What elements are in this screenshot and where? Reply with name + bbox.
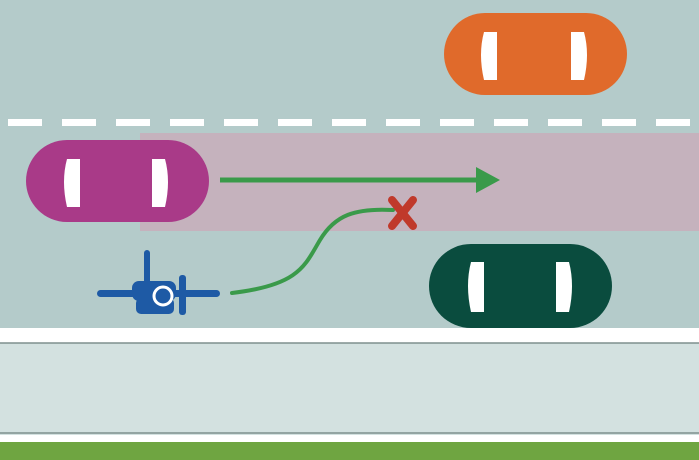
green-car (429, 244, 612, 328)
car-path-arrow (220, 167, 500, 193)
curb-line (0, 328, 699, 342)
x-mark-icon (388, 196, 417, 230)
cyclist-icon (97, 250, 220, 315)
sidewalk (0, 343, 699, 435)
lane-divider (8, 119, 690, 126)
cyclist-swerve-path (230, 207, 395, 295)
grass-strip (0, 442, 699, 460)
orange-car (444, 13, 627, 95)
magenta-car (26, 140, 209, 222)
